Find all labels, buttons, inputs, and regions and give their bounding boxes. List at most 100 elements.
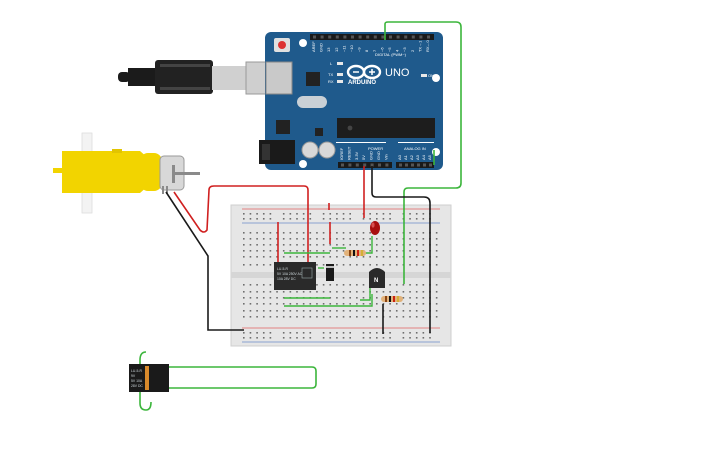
breadboard-hole[interactable] [262, 256, 265, 258]
breadboard-hole[interactable] [395, 316, 398, 318]
wire-green-digital[interactable] [384, 21, 462, 284]
breadboard-hole[interactable] [409, 238, 411, 240]
breadboard-hole[interactable] [289, 337, 292, 339]
breadboard-hole[interactable] [329, 332, 332, 334]
breadboard-hole[interactable] [362, 232, 365, 234]
breadboard-hole[interactable] [309, 337, 312, 339]
breadboard-hole[interactable] [409, 337, 411, 339]
dc-motor-icon[interactable] [53, 132, 200, 214]
breadboard-hole[interactable] [289, 316, 292, 318]
breadboard-hole[interactable] [376, 238, 378, 240]
breadboard-hole[interactable] [409, 284, 411, 286]
breadboard-hole[interactable] [302, 291, 305, 293]
breadboard-hole[interactable] [316, 291, 318, 293]
breadboard-hole[interactable] [256, 213, 258, 215]
breadboard-hole[interactable] [262, 238, 265, 240]
breadboard-hole[interactable] [329, 284, 332, 286]
breadboard-hole[interactable] [322, 310, 325, 312]
breadboard-hole[interactable] [302, 316, 305, 318]
header-pin[interactable] [355, 163, 359, 167]
breadboard-hole[interactable] [322, 332, 325, 334]
breadboard-hole[interactable] [296, 332, 298, 334]
breadboard-hole[interactable] [256, 232, 258, 234]
breadboard-hole[interactable] [262, 232, 265, 234]
header-pin[interactable] [335, 35, 339, 39]
breadboard-hole[interactable] [276, 297, 278, 299]
diode[interactable] [326, 264, 334, 281]
breadboard-hole[interactable] [296, 291, 298, 293]
header-pin[interactable] [343, 35, 347, 39]
breadboard-hole[interactable] [362, 310, 365, 312]
breadboard-hole[interactable] [316, 310, 318, 312]
breadboard-hole[interactable] [302, 213, 305, 215]
breadboard-hole[interactable] [356, 291, 358, 293]
breadboard-hole[interactable] [376, 218, 378, 220]
breadboard-hole[interactable] [362, 291, 365, 293]
breadboard-hole[interactable] [376, 337, 378, 339]
breadboard-hole[interactable] [322, 232, 325, 234]
breadboard-hole[interactable] [262, 337, 265, 339]
breadboard-hole[interactable] [296, 213, 298, 215]
breadboard-hole[interactable] [409, 297, 411, 299]
breadboard-hole[interactable] [296, 250, 298, 252]
breadboard-hole[interactable] [369, 316, 371, 318]
breadboard-hole[interactable] [256, 250, 258, 252]
breadboard-hole[interactable] [262, 291, 265, 293]
breadboard-hole[interactable] [369, 238, 371, 240]
breadboard-hole[interactable] [322, 316, 325, 318]
breadboard-hole[interactable] [342, 256, 345, 258]
breadboard-hole[interactable] [269, 297, 272, 299]
breadboard-hole[interactable] [356, 284, 358, 286]
breadboard-hole[interactable] [356, 316, 358, 318]
breadboard-hole[interactable] [415, 264, 418, 266]
breadboard-hole[interactable] [376, 213, 378, 215]
breadboard-hole[interactable] [269, 291, 272, 293]
breadboard-hole[interactable] [389, 218, 391, 220]
breadboard-hole[interactable] [282, 232, 285, 234]
breadboard-hole[interactable] [243, 256, 245, 258]
breadboard-hole[interactable] [422, 256, 425, 258]
breadboard-hole[interactable] [329, 297, 332, 299]
breadboard-hole[interactable] [415, 256, 418, 258]
breadboard-hole[interactable] [289, 250, 292, 252]
wire-red-motor[interactable] [173, 185, 309, 262]
breadboard-hole[interactable] [422, 250, 425, 252]
breadboard-hole[interactable] [302, 337, 305, 339]
wire-black-motor[interactable] [165, 191, 244, 331]
header-pin[interactable] [366, 35, 370, 39]
breadboard-hole[interactable] [262, 303, 265, 305]
breadboard-hole[interactable] [376, 244, 378, 246]
breadboard-hole[interactable] [276, 244, 278, 246]
breadboard-hole[interactable] [356, 310, 358, 312]
breadboard-hole[interactable] [382, 213, 385, 215]
breadboard-hole[interactable] [356, 297, 358, 299]
wire-black-gnd[interactable] [371, 166, 431, 333]
breadboard-hole[interactable] [395, 303, 398, 305]
header-pin[interactable] [429, 163, 432, 167]
breadboard-hole[interactable] [342, 316, 345, 318]
digital-header[interactable] [310, 34, 434, 40]
breadboard-hole[interactable] [342, 297, 345, 299]
breadboard-hole[interactable] [256, 297, 258, 299]
breadboard-hole[interactable] [415, 284, 418, 286]
breadboard-hole[interactable] [382, 250, 385, 252]
breadboard-hole[interactable] [302, 303, 305, 305]
breadboard-hole[interactable] [336, 297, 338, 299]
breadboard-hole[interactable] [382, 303, 385, 305]
breadboard-hole[interactable] [422, 316, 425, 318]
breadboard-hole[interactable] [243, 303, 245, 305]
breadboard-hole[interactable] [249, 316, 252, 318]
breadboard-hole[interactable] [435, 303, 438, 305]
breadboard-hole[interactable] [269, 232, 272, 234]
breadboard-hole[interactable] [309, 250, 312, 252]
breadboard-hole[interactable] [282, 256, 285, 258]
breadboard-hole[interactable] [316, 232, 318, 234]
breadboard-hole[interactable] [349, 297, 351, 299]
breadboard-hole[interactable] [389, 238, 391, 240]
breadboard-hole[interactable] [422, 332, 425, 334]
breadboard-hole[interactable] [322, 250, 325, 252]
breadboard-hole[interactable] [269, 303, 272, 305]
breadboard-hole[interactable] [349, 337, 351, 339]
